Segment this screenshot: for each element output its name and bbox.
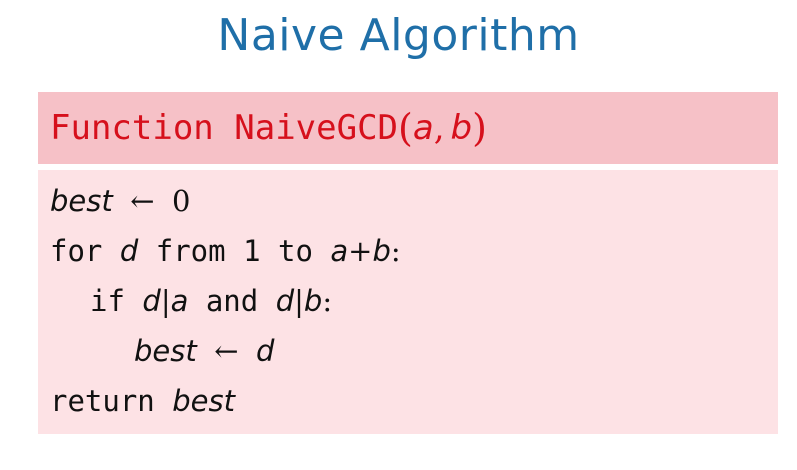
code-line-4: best ← d bbox=[134, 334, 274, 368]
var-a: a bbox=[170, 284, 189, 318]
param-comma: , bbox=[433, 108, 445, 148]
code-line-1: best ← 0 bbox=[50, 184, 190, 218]
colon: : bbox=[390, 234, 401, 268]
var-best: best bbox=[50, 184, 113, 218]
function-keyword: Function bbox=[50, 108, 214, 148]
code-line-2: for d from 1 to a+b: bbox=[50, 234, 401, 268]
assign-arrow: ← bbox=[214, 334, 239, 368]
function-header: Function NaiveGCD(a,b) bbox=[38, 92, 778, 164]
var-best: best bbox=[172, 384, 235, 418]
value-one: 1 bbox=[243, 234, 261, 268]
var-best: best bbox=[134, 334, 197, 368]
var-d: d bbox=[142, 284, 161, 318]
kw-to: to bbox=[278, 234, 313, 268]
param-a: a bbox=[412, 108, 434, 148]
var-d: d bbox=[255, 334, 275, 368]
divides-bar: | bbox=[294, 284, 304, 318]
var-a: a bbox=[330, 234, 349, 268]
kw-and: and bbox=[205, 284, 259, 318]
plus-sign: + bbox=[348, 234, 373, 268]
kw-from: from bbox=[155, 234, 226, 268]
code-body: best ← 0 for d from 1 to a+b: if d|a and… bbox=[38, 170, 778, 434]
slide-title: Naive Algorithm bbox=[217, 10, 580, 61]
code-line-3: if d|a and d|b: bbox=[90, 284, 332, 318]
param-b: b bbox=[450, 108, 473, 148]
assign-arrow: ← bbox=[130, 184, 155, 218]
function-name: NaiveGCD bbox=[234, 108, 399, 148]
kw-if: if bbox=[90, 284, 125, 318]
var-d: d bbox=[119, 234, 139, 268]
var-b: b bbox=[372, 234, 391, 268]
kw-for: for bbox=[50, 234, 103, 268]
colon: : bbox=[322, 284, 333, 318]
algorithm-block: Function NaiveGCD(a,b) best ← 0 for d fr… bbox=[38, 92, 778, 434]
close-paren: ) bbox=[472, 106, 487, 150]
var-d: d bbox=[275, 284, 295, 318]
var-b: b bbox=[303, 284, 323, 318]
divides-bar: | bbox=[160, 284, 171, 318]
kw-return: return bbox=[50, 384, 155, 418]
open-paren: ( bbox=[398, 106, 413, 150]
value-zero: 0 bbox=[171, 184, 191, 218]
code-line-5: return best bbox=[50, 384, 235, 418]
